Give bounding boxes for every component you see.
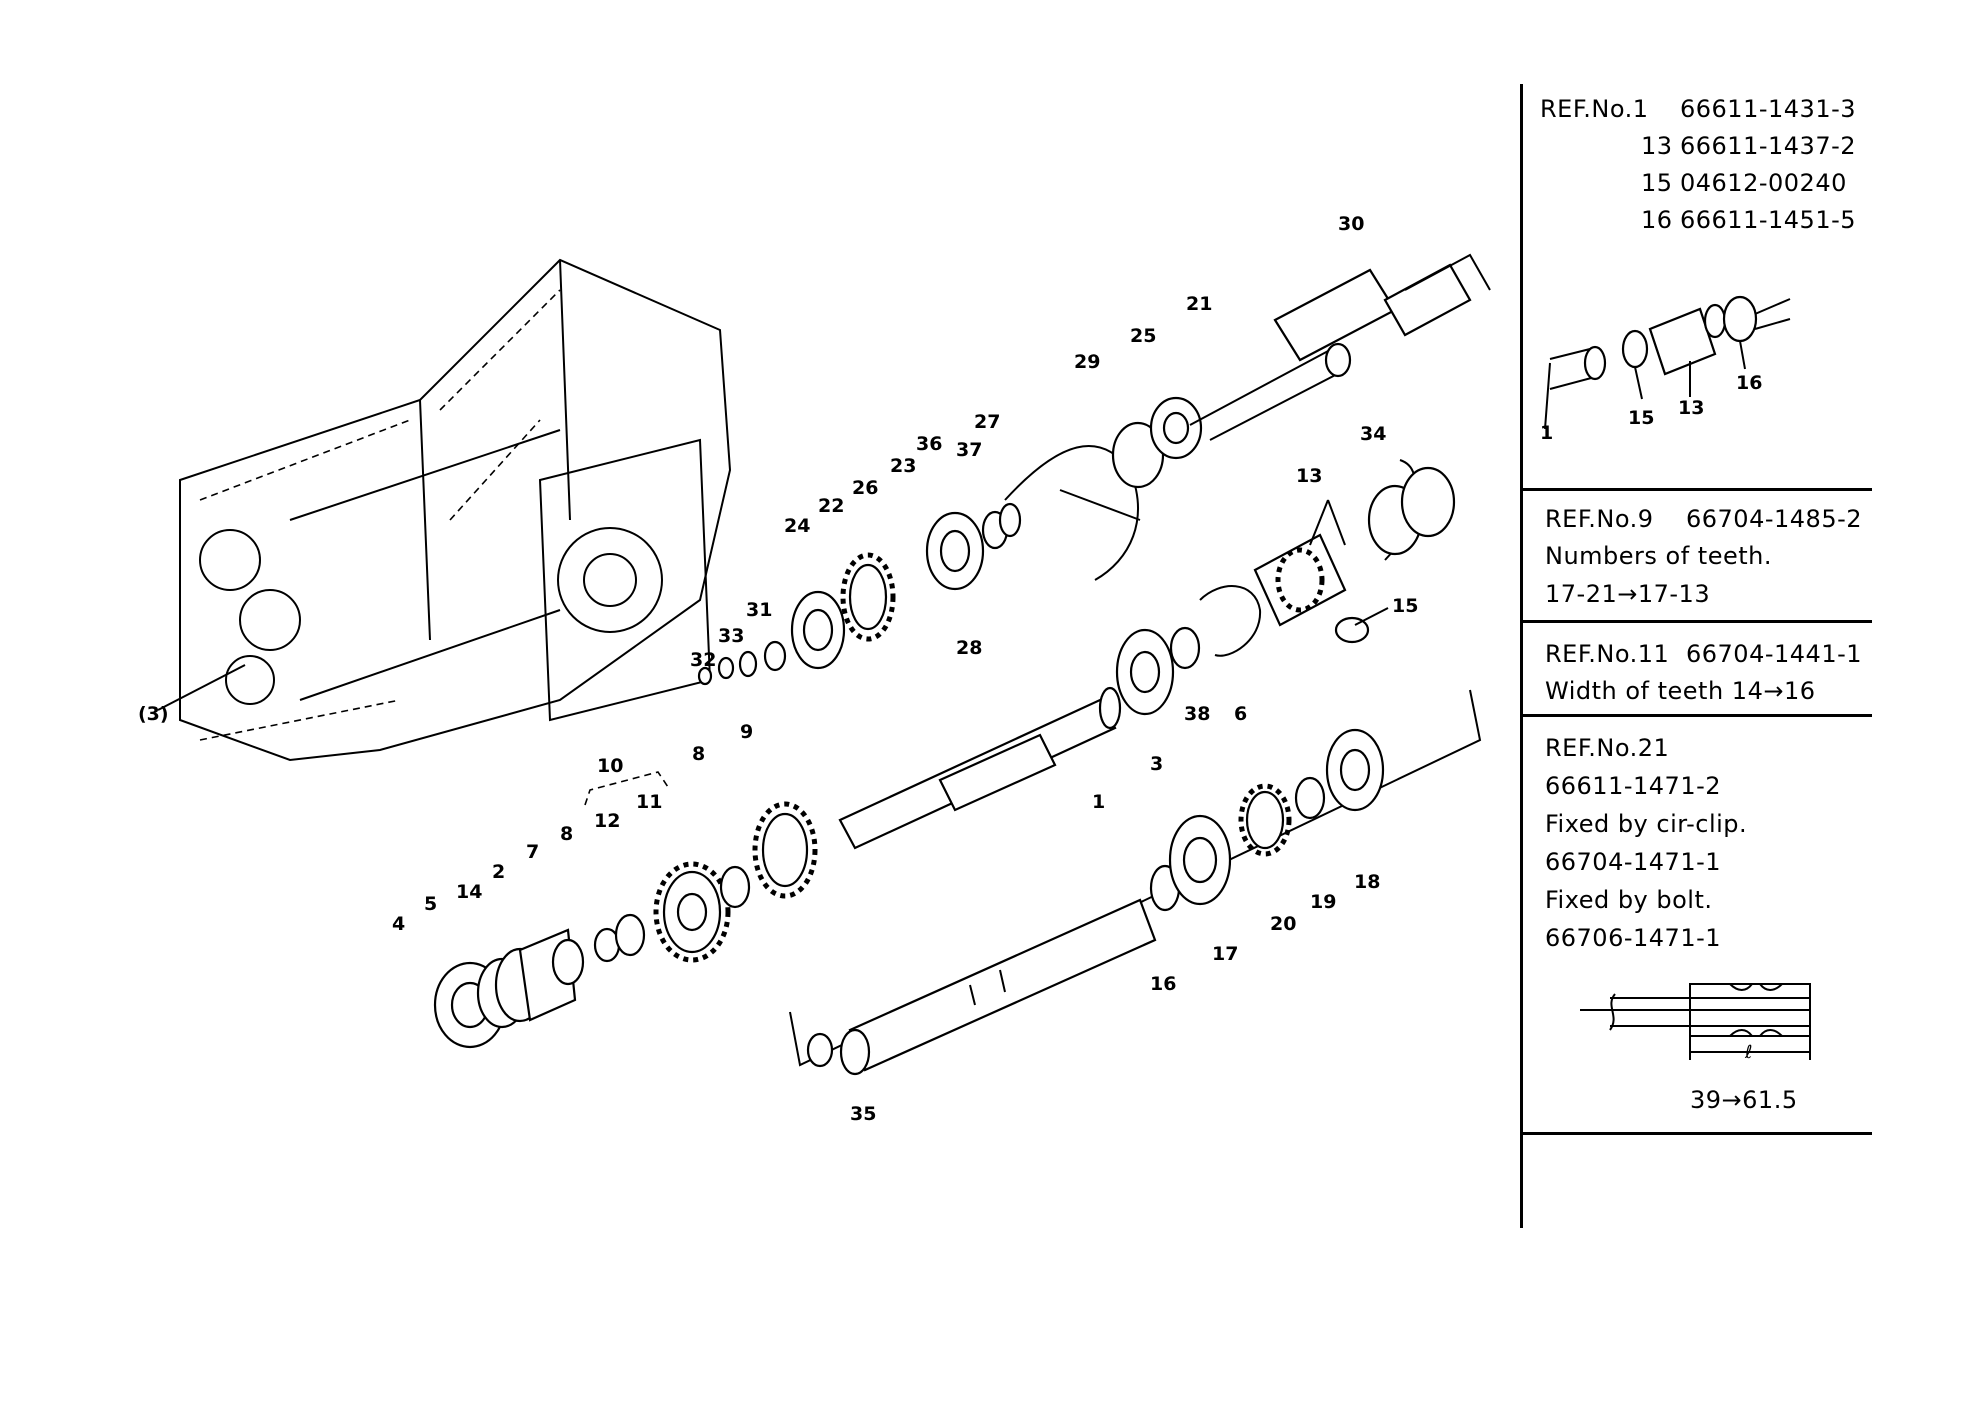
reference-panel: REF.No.1 66611-1431-3 13 66611-1437-2 15… xyxy=(1520,84,1872,1228)
callout-10: 10 xyxy=(597,755,623,777)
callout-29: 29 xyxy=(1074,351,1100,373)
callout-35: 35 xyxy=(850,1103,876,1125)
callout-33: 33 xyxy=(718,625,744,647)
callout-8: 8 xyxy=(560,823,573,845)
callout-28: 28 xyxy=(956,637,982,659)
callout-18: 18 xyxy=(1354,871,1380,893)
ref9-part: 66704-1485-2 xyxy=(1686,505,1863,533)
ref21-line: 66704-1471-1 xyxy=(1545,848,1722,876)
callout-32: 32 xyxy=(690,649,716,671)
lower-gear-stack xyxy=(433,801,818,1049)
callout-2: 2 xyxy=(492,861,505,883)
callout-34: 34 xyxy=(1360,423,1386,445)
callout-3-ref: (3) xyxy=(138,703,169,725)
callout-26: 26 xyxy=(852,477,878,499)
callout-9: 9 xyxy=(740,721,753,743)
callout-37: 37 xyxy=(956,439,982,461)
callout-11: 11 xyxy=(636,791,662,813)
ref21-label: REF.No.21 xyxy=(1545,734,1670,762)
panel-divider xyxy=(1520,84,1523,1228)
ref21-line: 66706-1471-1 xyxy=(1545,924,1722,952)
ref21-shaft-sketch: ℓ xyxy=(1580,983,1811,1063)
ref11-line1: Width of teeth 14→16 xyxy=(1545,677,1816,705)
callout-21: 21 xyxy=(1186,293,1212,315)
countershaft-group xyxy=(789,689,1482,1076)
ref1-row-no: 15 xyxy=(1641,169,1673,197)
ref11-part: 66704-1441-1 xyxy=(1686,640,1863,668)
ref1-row-part: 66611-1451-5 xyxy=(1680,206,1857,234)
section-rule xyxy=(1523,1132,1872,1135)
ref21-dim-symbol: ℓ xyxy=(1744,1042,1752,1063)
callout-6: 6 xyxy=(1234,703,1247,725)
ref21-line: Fixed by bolt. xyxy=(1545,886,1713,914)
ref1-sketch: 1 15 13 16 xyxy=(1540,295,1791,439)
exploded-parts-diagram: 1 2 3 (3) 4 5 6 7 8 8 9 10 11 12 13 14 1… xyxy=(138,213,1491,1125)
ref21-dimension: 39→61.5 xyxy=(1690,1086,1798,1114)
callout-16: 16 xyxy=(1150,973,1176,995)
callout-3: 3 xyxy=(1150,753,1163,775)
callout-30: 30 xyxy=(1338,213,1364,235)
callout-4: 4 xyxy=(392,913,405,935)
callout-labels: 1 2 3 (3) 4 5 6 7 8 8 9 10 11 12 13 14 1… xyxy=(138,213,1418,1125)
callout-36: 36 xyxy=(916,433,942,455)
callout-17: 17 xyxy=(1212,943,1238,965)
callout-13: 13 xyxy=(1296,465,1322,487)
callout-20: 20 xyxy=(1270,913,1296,935)
callout-27: 27 xyxy=(974,411,1000,433)
callout-1: 1 xyxy=(1092,791,1105,813)
ref9-line1: Numbers of teeth. xyxy=(1545,542,1772,570)
ref1-part: 66611-1431-3 xyxy=(1680,95,1857,123)
callout-12: 12 xyxy=(594,810,620,832)
ref9-line2: 17-21→17-13 xyxy=(1545,580,1711,608)
ref9-label: REF.No.9 xyxy=(1545,505,1654,533)
callout-19: 19 xyxy=(1310,891,1336,913)
main-shaft-group xyxy=(838,459,1456,850)
ref21-line: Fixed by cir-clip. xyxy=(1545,810,1748,838)
callout-8: 8 xyxy=(692,743,705,765)
ref1-sketch-label-1: 1 xyxy=(1540,422,1553,439)
callout-25: 25 xyxy=(1130,325,1156,347)
section-rule xyxy=(1523,488,1872,491)
ref11-label: REF.No.11 xyxy=(1545,640,1670,668)
callout-5: 5 xyxy=(424,893,437,915)
ref1-row-no: 16 xyxy=(1641,206,1673,234)
ref1-row-part: 04612-00240 xyxy=(1680,169,1847,197)
callout-23: 23 xyxy=(890,455,916,477)
ref1-sketch-label-13: 13 xyxy=(1678,397,1704,419)
callout-7: 7 xyxy=(526,841,539,863)
callout-15: 15 xyxy=(1392,595,1418,617)
ref21-line: 66611-1471-2 xyxy=(1545,772,1722,800)
callout-14: 14 xyxy=(456,881,482,903)
ref1-sketch-label-16: 16 xyxy=(1736,372,1762,394)
ref1-row-part: 66611-1437-2 xyxy=(1680,132,1857,160)
section-rule xyxy=(1523,620,1872,623)
ref1-label: REF.No.1 xyxy=(1540,95,1649,123)
callout-38: 38 xyxy=(1184,703,1210,725)
ref1-sketch-label-15: 15 xyxy=(1628,407,1654,429)
leader-lines xyxy=(157,499,1389,806)
transmission-case xyxy=(179,258,732,762)
callout-31: 31 xyxy=(746,599,772,621)
upper-shaft-assembly xyxy=(697,253,1491,686)
callout-22: 22 xyxy=(818,495,844,517)
ref1-row-no: 13 xyxy=(1641,132,1673,160)
section-rule xyxy=(1523,714,1872,717)
callout-24: 24 xyxy=(784,515,810,537)
